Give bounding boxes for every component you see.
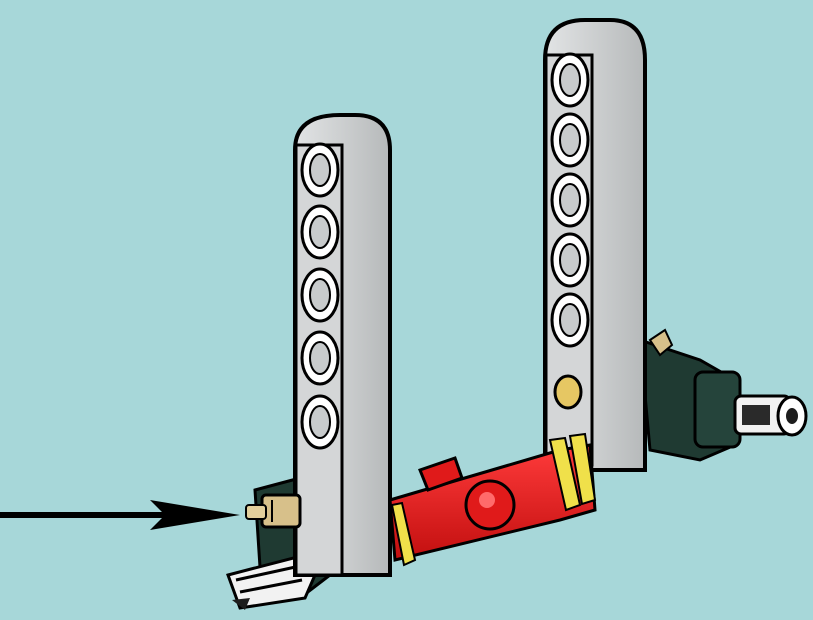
beam-holes-left xyxy=(302,144,338,448)
tan-pin xyxy=(246,495,300,527)
white-axle-end xyxy=(735,396,806,435)
insertion-arrow xyxy=(0,500,240,530)
dark-connector-right xyxy=(640,330,740,460)
